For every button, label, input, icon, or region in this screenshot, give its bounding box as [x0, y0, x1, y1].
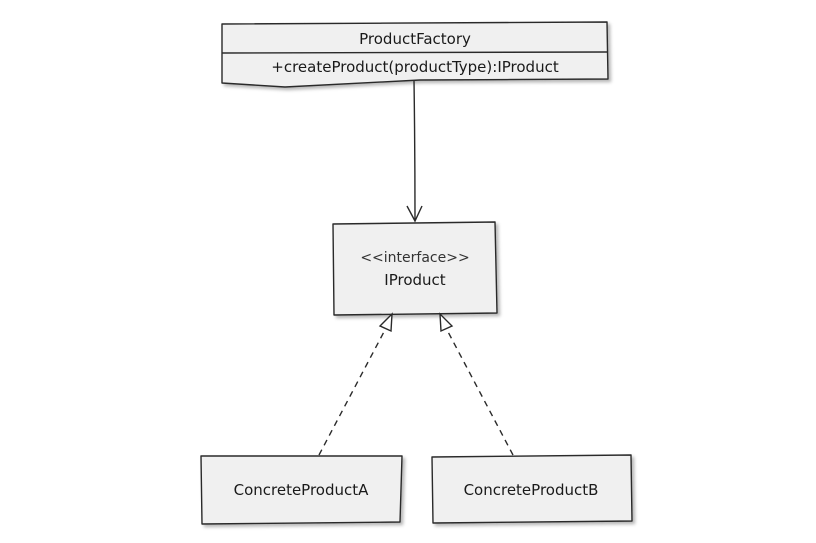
create-product-method: +createProduct(productType):IProduct: [271, 58, 559, 76]
concrete-product-a-name: ConcreteProductA: [234, 481, 370, 499]
product-factory-box: [221, 21, 609, 88]
realization-line-b: [445, 327, 514, 456]
product-factory-divider: [221, 51, 608, 54]
iproduct-box: [332, 221, 498, 316]
concrete-product-b-box: [431, 454, 633, 524]
product-factory-class[interactable]: ProductFactory +createProduct(productTyp…: [221, 21, 609, 88]
concrete-product-b-name: ConcreteProductB: [464, 481, 599, 499]
concrete-product-a-class[interactable]: ConcreteProductA: [200, 455, 403, 525]
iproduct-interface[interactable]: <<interface>> IProduct: [332, 221, 498, 316]
association-line: [413, 79, 416, 221]
realization-line-a: [318, 327, 387, 456]
concrete-product-b-class[interactable]: ConcreteProductB: [431, 454, 633, 524]
interface-stereotype: <<interface>>: [360, 250, 469, 266]
concrete-a-realization: [318, 312, 393, 456]
concrete-product-a-box: [200, 455, 403, 525]
concrete-b-realization: [439, 312, 514, 456]
iproduct-name: IProduct: [384, 271, 445, 289]
factory-to-iproduct-association: [406, 79, 423, 223]
association-arrowhead: [406, 205, 423, 223]
product-factory-name: ProductFactory: [359, 30, 471, 48]
realization-arrowhead-a: [378, 312, 393, 333]
realization-arrowhead-b: [439, 312, 454, 333]
